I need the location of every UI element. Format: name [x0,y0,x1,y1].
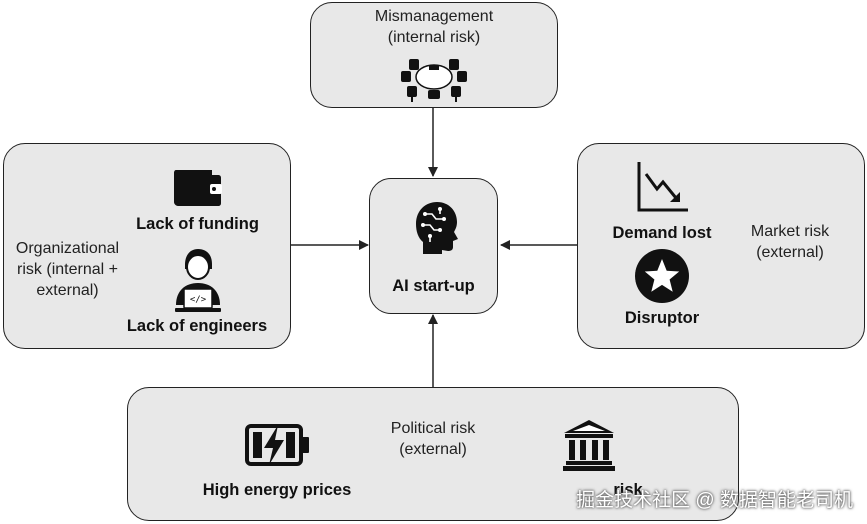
wallet-icon [174,170,222,206]
demand-lost-label: Demand lost [612,224,712,242]
government-building-icon [563,420,615,471]
political-item-label: risk [613,481,643,499]
mismanagement-title: Mismanagement [374,8,494,25]
political-risk-box [127,387,739,521]
organizational-risk-line2: risk (internal + [17,261,118,278]
watermark-text: 掘金技术社区 @ 数据智能老司机 [576,490,853,511]
political-risk-line2: (external) [399,441,467,458]
engineer-laptop-icon: </> [175,249,221,312]
battery-charging-icon [245,424,309,466]
lack-of-engineers-label: Lack of engineers [126,317,268,335]
market-risk-box [577,143,865,349]
boardroom-icon [401,59,467,102]
ai-head-icon [416,202,458,254]
disruptor-star-icon [635,249,689,303]
organizational-risk-line1: Organizational [15,240,120,257]
market-risk-line1: Market risk [750,223,830,240]
mismanagement-subtitle: (internal risk) [387,29,481,46]
political-risk-line1: Political risk [390,420,476,437]
disruptor-label: Disruptor [624,309,700,327]
organizational-risk-box [3,143,291,349]
organizational-risk-line3: external) [36,282,99,299]
svg-text:</>: </> [190,295,207,305]
ai-startup-label: AI start-up [392,277,475,295]
market-risk-line2: (external) [756,244,824,261]
high-energy-prices-label: High energy prices [202,481,352,499]
lack-of-funding-label: Lack of funding [136,215,259,233]
declining-chart-icon [637,162,688,212]
